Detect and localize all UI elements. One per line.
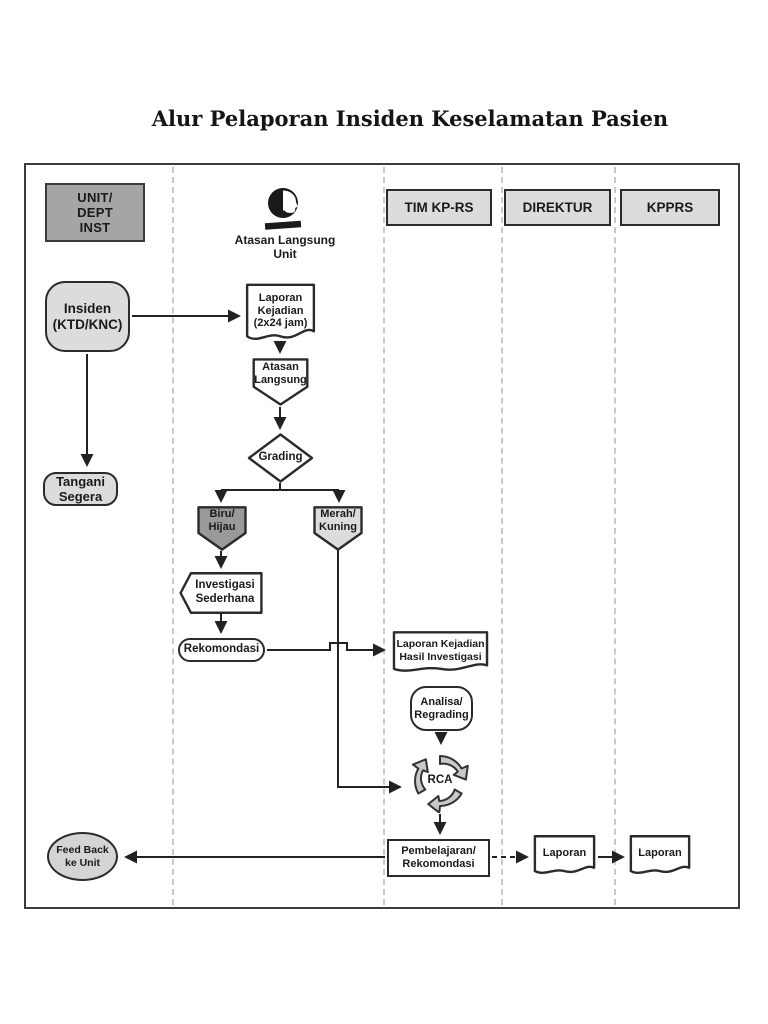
- node-feedback-ke-unit: Feed Back ke Unit: [47, 832, 118, 881]
- node-laporan-kejadian: Laporan Kejadian (2x24 jam): [245, 283, 316, 345]
- document-shape: [533, 835, 596, 877]
- lane-separator-1: [172, 167, 174, 905]
- node-rca: RCA: [408, 749, 472, 813]
- lane-header-kpprs: KPPRS: [620, 189, 720, 226]
- lane-header-atasan-langsung-unit: Atasan Langsung Unit: [234, 232, 336, 261]
- node-biru-hijau: Biru/ Hijau: [197, 506, 247, 551]
- rca-cycle-icon: [408, 755, 469, 813]
- node-laporan-hasil-investigasi: Laporan Kejadian Hasil Investigasi: [391, 631, 490, 675]
- lane-separator-4: [614, 167, 616, 905]
- arrow-merah-to-rca: [337, 550, 402, 794]
- node-rekomondasi: Rekomondasi: [178, 638, 265, 662]
- diagram-frame: [24, 163, 740, 909]
- pentagon-down-shape: [313, 506, 363, 551]
- lane-separator-3: [501, 167, 503, 905]
- banner-left-shape: [178, 572, 264, 614]
- node-analisa-regrading: Analisa/ Regrading: [410, 686, 473, 731]
- pentagon-down-shape: [252, 358, 309, 406]
- arrow-rekomondasi-to-hasil: [267, 642, 386, 657]
- decision-diamond-shape: [247, 433, 314, 483]
- node-laporan-tim: Laporan: [533, 835, 596, 877]
- node-merah-kuning: Merah/ Kuning: [313, 506, 363, 551]
- node-tangani-segera: Tangani Segera: [43, 472, 118, 506]
- document-shape: [629, 835, 691, 877]
- lane-separator-2: [383, 167, 385, 905]
- pentagon-down-shape: [197, 506, 247, 551]
- grading-branch-line: [221, 483, 339, 491]
- lane-header-direktur: DIREKTUR: [504, 189, 611, 226]
- document-shape: [245, 283, 316, 345]
- person-icon: [264, 188, 302, 230]
- lane-header-unit: UNIT/ DEPT INST: [45, 183, 145, 242]
- document-shape: [391, 631, 490, 675]
- node-insiden: Insiden (KTD/KNC): [45, 281, 130, 352]
- node-laporan-direktur: Laporan: [629, 835, 691, 877]
- lane-header-tim-kp-rs: TIM KP-RS: [386, 189, 492, 226]
- node-grading: Grading: [247, 433, 314, 483]
- node-investigasi-sederhana: Investigasi Sederhana: [178, 572, 264, 614]
- node-pembelajaran-rekomondasi: Pembelajaran/ Rekomondasi: [387, 839, 490, 877]
- node-atasan-langsung: Atasan Langsung: [252, 358, 309, 406]
- diagram-title: Alur Pelaporan Insiden Keselamatan Pasie…: [151, 106, 669, 131]
